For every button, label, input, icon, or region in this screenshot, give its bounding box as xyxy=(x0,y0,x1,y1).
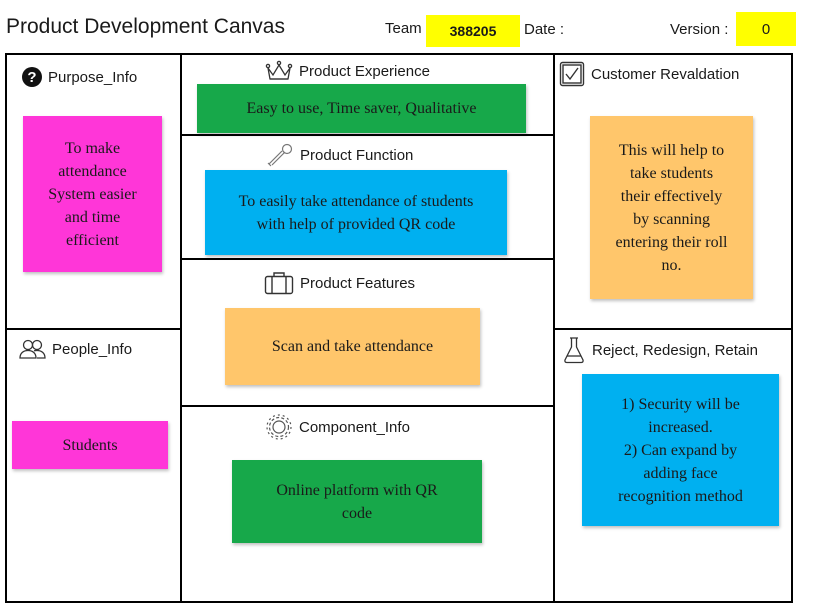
sticky-note: Online platform with QR code xyxy=(232,460,482,543)
section-title: Reject, Redesign, Retain xyxy=(592,341,758,359)
crown-icon xyxy=(265,60,293,80)
section-title: People_Info xyxy=(52,340,133,358)
briefcase-icon xyxy=(264,272,294,295)
team-label: Team xyxy=(385,20,422,37)
grid-divider xyxy=(180,405,554,407)
sticky-note: 1) Security will be increased. 2) Can ex… xyxy=(582,374,779,526)
section-title: Product Function xyxy=(300,146,414,164)
grid-divider xyxy=(180,53,182,603)
sticky-note: Students xyxy=(12,421,168,469)
section-function: Product Function xyxy=(266,143,413,167)
section-reject: Reject, Redesign, Retain xyxy=(562,336,758,364)
sticky-note: Easy to use, Time saver, Qualitative xyxy=(197,84,526,133)
people-icon xyxy=(19,339,46,359)
grid-divider xyxy=(180,134,554,136)
section-experience: Product Experience xyxy=(265,60,430,82)
sticky-note: To easily take attendance of students wi… xyxy=(205,170,507,255)
section-title: Customer Revaldation xyxy=(591,65,740,83)
sticky-note: Scan and take attendance xyxy=(225,308,480,385)
section-features: Product Features xyxy=(264,271,415,295)
section-purpose: ? Purpose_Info xyxy=(22,67,137,87)
section-revalidation: Customer Revaldation xyxy=(559,61,739,87)
sticky-note: This will help to take students their ef… xyxy=(590,116,753,299)
page-title: Product Development Canvas xyxy=(6,15,285,38)
checkbox-icon xyxy=(559,61,585,87)
section-title: Component_Info xyxy=(299,418,410,436)
wrench-icon xyxy=(267,143,293,167)
version-label: Version : xyxy=(670,21,729,38)
version-value: 0 xyxy=(736,12,796,46)
gear-icon xyxy=(266,414,292,440)
section-component: Component_Info xyxy=(265,413,410,441)
section-title: Product Experience xyxy=(299,62,430,80)
grid-divider xyxy=(5,328,181,330)
section-people: People_Info xyxy=(18,339,132,359)
team-value: 388205 xyxy=(426,15,520,47)
sticky-note: To make attendance System easier and tim… xyxy=(23,116,162,272)
grid-divider xyxy=(553,328,793,330)
date-label: Date : xyxy=(524,21,565,38)
flask-icon xyxy=(564,337,584,364)
question-circle-icon: ? xyxy=(22,67,42,87)
section-title: Product Features xyxy=(300,274,416,292)
grid-divider xyxy=(180,258,554,260)
section-title: Purpose_Info xyxy=(48,68,138,86)
